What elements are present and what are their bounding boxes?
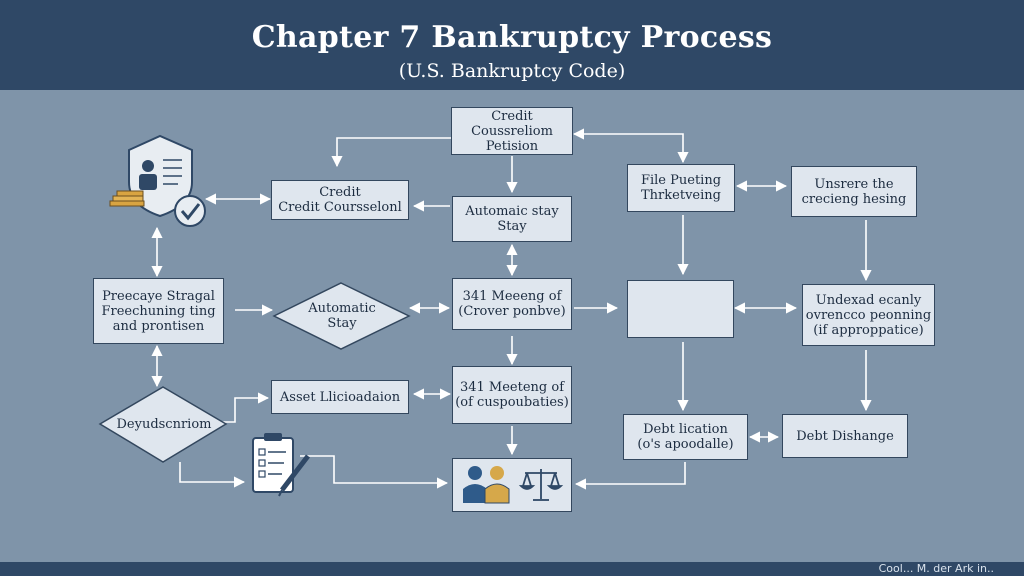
debt-discharge-line1: Debt Dishange — [796, 428, 894, 444]
automatic-stay-diamond-line1: Automatic — [308, 301, 376, 316]
deyudscnriom-diamond-label: Deyudscnriom — [108, 412, 220, 436]
trustee-meeting-box — [452, 458, 572, 512]
credit-counseling-box: Credit Credit Coursselonl — [271, 180, 409, 220]
debt-lication-box: Debt lication (o's apoodalle) — [623, 414, 748, 460]
prepare-stage-box: Preecaye Stragal Freechuning ting and pr… — [93, 278, 224, 344]
automatic-stay-box-line1: Automaic stay — [465, 204, 559, 219]
meeting-341-a-line2: (Crover ponbve) — [458, 304, 566, 319]
meeting-341-obligations-box: 341 Meeteng of (of cuspoubaties) — [452, 366, 572, 424]
undexad-box: Undexad ecanly ovrencco peonning (if app… — [802, 284, 935, 346]
undexad-line1: Undexad ecanly — [815, 292, 922, 308]
undexad-line2: ovrencco peonning — [805, 307, 932, 323]
debt-lication-line1: Debt lication — [643, 422, 728, 437]
credit-petition-line1: Credit Coussreliom — [471, 108, 553, 139]
page-subtitle: (U.S. Bankruptcy Code) — [398, 60, 626, 82]
asset-liquidation-box: Asset Llicioadaion — [271, 380, 409, 414]
debt-discharge-box: Debt Dishange — [782, 414, 908, 458]
file-pueting-box: File Pueting Thrketveing — [627, 164, 735, 212]
meeting-341-b-line1: 341 Meeteng of — [459, 380, 565, 395]
meeting-341-creditors-box: 341 Meeeng of (Crover ponbve) — [452, 278, 572, 330]
debt-lication-line2: (o's apoodalle) — [637, 437, 734, 452]
unsrere-hearing-line1: Unsrere the — [814, 176, 894, 192]
unsrere-hearing-box: Unsrere the crecieng hesing — [791, 166, 917, 217]
meeting-341-b-line2: (of cuspoubaties) — [455, 395, 569, 410]
automatic-stay-diamond-shape — [272, 282, 411, 350]
file-pueting-line1: File Pueting — [640, 173, 722, 188]
file-pueting-line2: Thrketveing — [641, 188, 721, 203]
court-scales-box — [627, 280, 734, 338]
unsrere-hearing-line2: crecieng hesing — [801, 191, 907, 207]
deyudscnriom-line1: Deyudscnriom — [116, 416, 212, 432]
people-scales-icon — [463, 466, 564, 504]
asset-liquidation-line1: Asset Llicioadaion — [279, 389, 401, 405]
header-banner: Chapter 7 Bankruptcy Process (U.S. Bankr… — [0, 0, 1024, 90]
meeting-341-a-line1: 341 Meeeng of — [462, 289, 562, 304]
page-title: Chapter 7 Bankruptcy Process — [251, 20, 773, 55]
prepare-stage-line1: Preecaye Stragal — [102, 288, 215, 304]
automatic-stay-diamond-label: Automatic Stay — [284, 298, 400, 334]
automatic-stay-diamond-line2: Stay — [327, 316, 357, 331]
automatic-stay-box: Automaic stay Stay — [452, 196, 572, 242]
footer-bar: Cool... M. der Ark in.. — [0, 562, 1024, 576]
prepare-stage-line2: Freechuning ting — [101, 303, 216, 319]
credit-petition-line2: Petision — [485, 138, 539, 154]
deyudscnriom-diamond-shape — [98, 386, 228, 463]
clipboard-checklist-icon — [252, 433, 310, 497]
credit-petition-box: Credit Coussreliom Petision — [451, 107, 573, 155]
footer-text: Cool... M. der Ark in.. — [878, 562, 994, 575]
automatic-stay-box-line2: Stay — [497, 219, 527, 234]
check-badge-icon — [174, 195, 206, 227]
credit-counseling-line2: Credit Coursselonl — [278, 200, 402, 215]
prepare-stage-line3: and prontisen — [112, 318, 205, 334]
credit-counseling-line1: Credit — [319, 185, 361, 200]
undexad-line3: (if approppatice) — [813, 322, 924, 338]
coins-icon — [109, 190, 145, 207]
